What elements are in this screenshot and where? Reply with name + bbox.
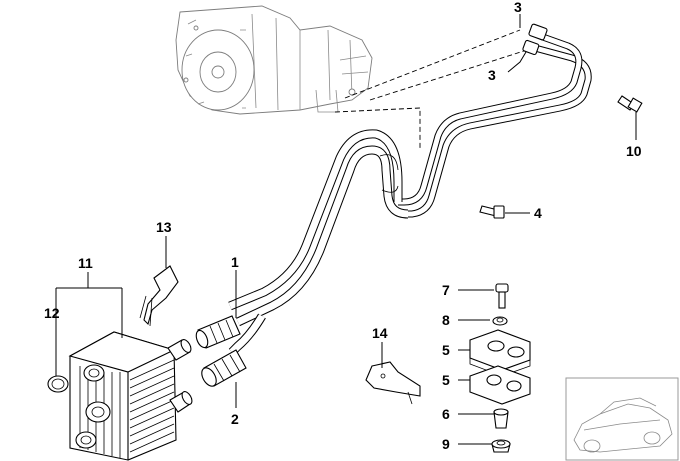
callout-5-upper: 5 — [442, 342, 450, 358]
callout-7: 7 — [442, 282, 450, 298]
leader-lines — [55, 14, 637, 445]
callout-5-lower: 5 — [442, 372, 450, 388]
callout-3-upper: 3 — [514, 0, 522, 15]
screw — [495, 283, 509, 309]
callout-1: 1 — [231, 254, 239, 270]
hose-end-upper — [195, 315, 241, 349]
oil-line-pair — [228, 23, 592, 356]
hollow-bolt — [617, 95, 643, 113]
oil-cooler — [68, 331, 193, 461]
grommet — [491, 439, 511, 453]
callout-8: 8 — [442, 312, 450, 328]
mounting-bracket — [365, 361, 421, 405]
callout-6: 6 — [442, 406, 450, 422]
vehicle-thumbnail — [565, 377, 679, 461]
callout-2: 2 — [231, 411, 239, 427]
holder-lower — [469, 365, 531, 405]
seal-ring — [47, 375, 69, 393]
callout-13: 13 — [156, 219, 172, 235]
bolt — [479, 205, 505, 219]
callout-3-lower: 3 — [488, 67, 496, 83]
callout-14: 14 — [372, 325, 388, 341]
rubber-mount — [493, 408, 509, 429]
callout-12: 12 — [44, 305, 60, 321]
callout-10: 10 — [626, 143, 642, 159]
callout-9: 9 — [442, 436, 450, 452]
holder-upper — [469, 329, 531, 377]
callout-11: 11 — [78, 255, 93, 271]
callout-4: 4 — [534, 205, 542, 221]
hose-clip — [139, 265, 179, 327]
transmission-housing — [175, 5, 373, 115]
hose-end-lower — [201, 349, 247, 387]
washer — [492, 316, 508, 326]
